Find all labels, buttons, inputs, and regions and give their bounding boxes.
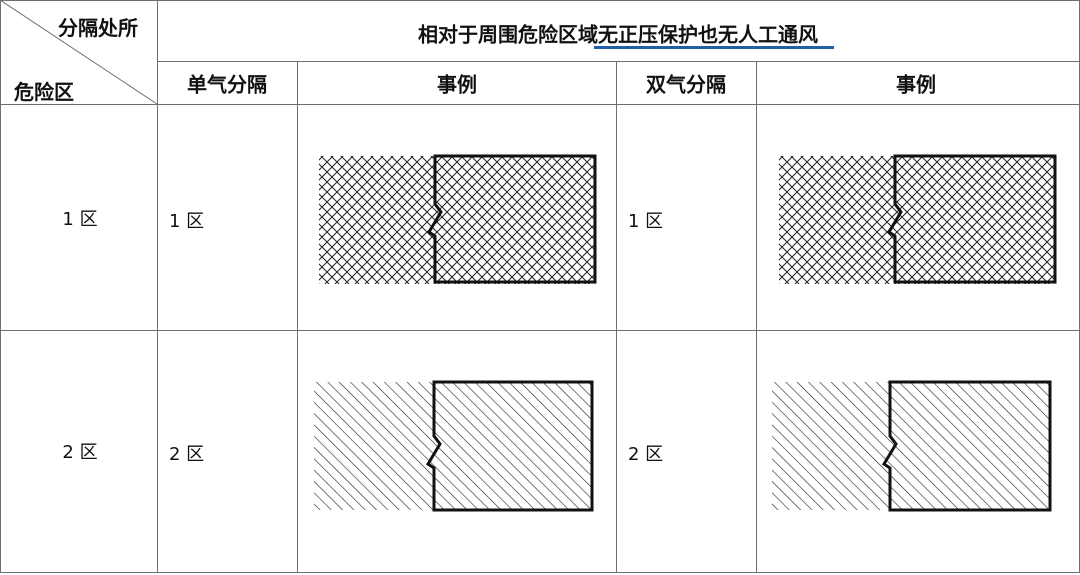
row-2-single: 2 区	[169, 444, 205, 465]
example-1-single-crosshatch	[319, 154, 597, 284]
example-1-double-crosshatch	[779, 154, 1057, 284]
grid-line	[616, 61, 617, 573]
grid-line	[297, 61, 298, 573]
highlight-underline	[594, 46, 834, 49]
row-1-zone: 1 区	[62, 209, 98, 230]
corner-top-label: 分隔处所	[58, 16, 138, 40]
grid-line	[0, 104, 1080, 105]
col-header-double: 双气分隔	[646, 72, 726, 97]
col-header-example-2: 事例	[896, 72, 936, 97]
example-2-single-diagonal	[314, 380, 594, 512]
example-2-double-diagonal	[772, 380, 1052, 512]
grid-line	[756, 61, 757, 573]
row-1-single: 1 区	[169, 211, 205, 232]
grid-line	[157, 61, 1080, 62]
grid-line	[0, 0, 1080, 1]
row-2-double: 2 区	[628, 444, 664, 465]
grid-line	[157, 0, 158, 573]
col-header-example-1: 事例	[437, 72, 477, 97]
grid-line	[0, 572, 1080, 573]
span-header: 相对于周围危险区域无正压保护也无人工通风	[418, 19, 818, 48]
row-2-zone: 2 区	[62, 442, 98, 463]
span-header-highlight: 无正压保护也无人工通风	[598, 22, 818, 47]
corner-diagonal	[0, 0, 158, 105]
corner-bottom-label: 危险区	[14, 80, 74, 104]
span-header-prefix: 相对于周围危险区域	[418, 22, 598, 47]
col-header-single: 单气分隔	[187, 72, 267, 97]
grid-line	[0, 0, 1, 573]
row-1-double: 1 区	[628, 211, 664, 232]
grid-line	[0, 330, 1080, 331]
